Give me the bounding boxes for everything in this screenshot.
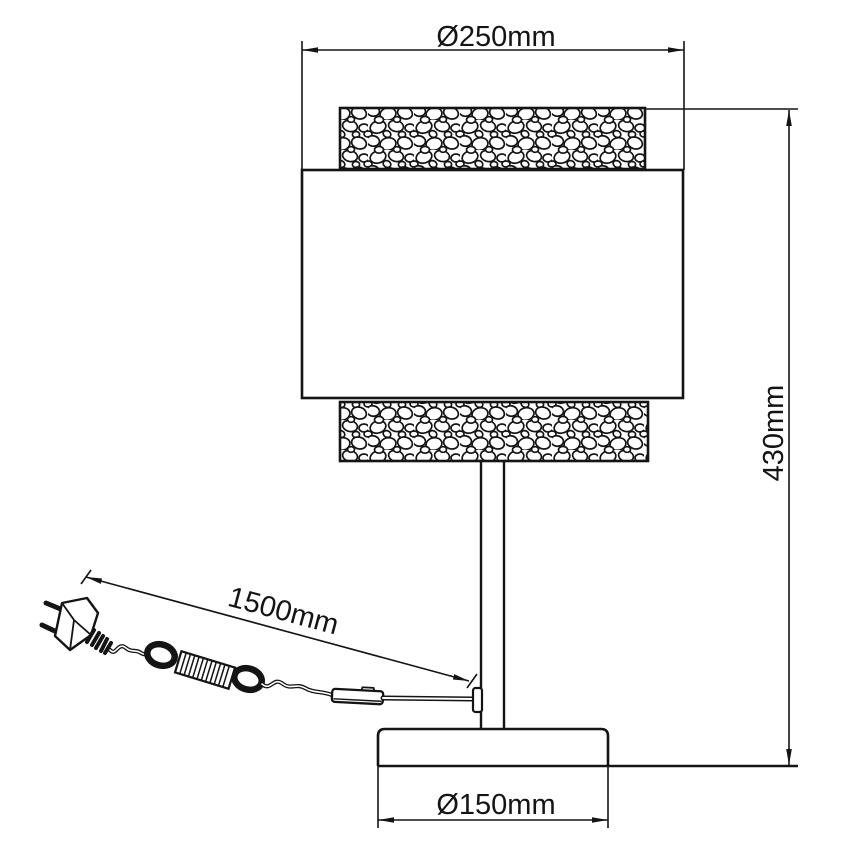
arrow-start-icon (86, 577, 103, 584)
cable-coil (144, 640, 265, 694)
cord-segment-1 (107, 644, 151, 658)
dim-label-overall-height: 430mm (758, 385, 790, 482)
arrow-right-icon (668, 47, 684, 53)
dim-label-cable-length: 1500mm (225, 581, 342, 641)
base-body (376, 727, 610, 766)
plug-strain-relief (85, 628, 113, 655)
lamp-shade (300, 106, 685, 463)
dimension-base-diameter: Ø150mm (377, 766, 609, 828)
dimension-overall-height: 430mm (645, 108, 798, 765)
shade-middle-drum (300, 168, 685, 400)
dimension-shade-diameter: Ø250mm (301, 21, 685, 170)
cord-entry-grommet (471, 686, 484, 714)
cord-segment-2 (259, 679, 335, 698)
power-cord (39, 596, 484, 714)
arrow-down-icon (786, 749, 792, 765)
inline-switch (330, 686, 385, 706)
shade-top-textured-band (338, 106, 647, 171)
lamp-base (376, 727, 798, 768)
lamp-stem (479, 460, 506, 730)
arrow-right-icon (592, 817, 608, 823)
dimension-cable-length: 1500mm (80, 569, 478, 689)
arrow-left-icon (302, 47, 318, 53)
arrow-left-icon (378, 817, 394, 823)
dim-label-base-diameter: Ø150mm (436, 789, 555, 821)
arrow-up-icon (786, 110, 792, 126)
shade-bottom-textured-band (338, 400, 650, 463)
tick-end (466, 673, 478, 689)
dim-label-shade-diameter: Ø250mm (436, 21, 555, 53)
cord-segment-3 (380, 695, 476, 702)
arrow-end-icon (452, 674, 469, 681)
